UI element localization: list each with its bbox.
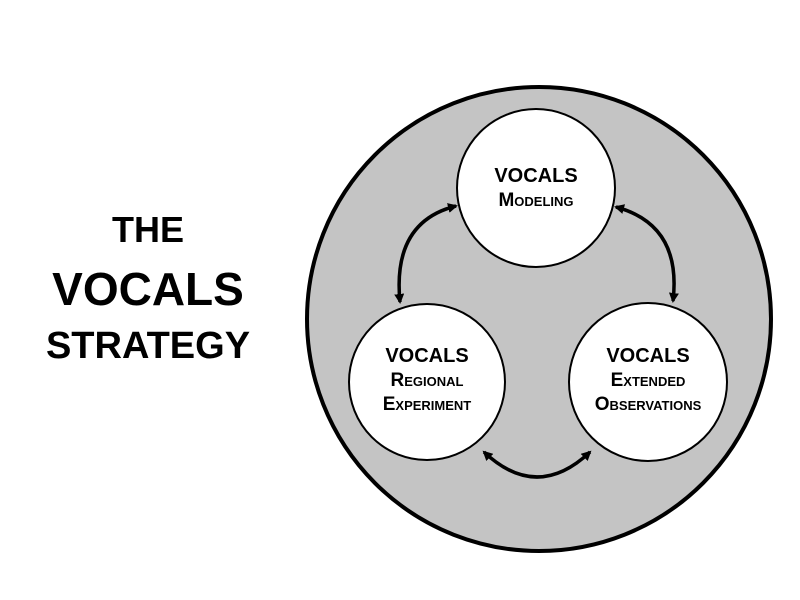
node-modeling-line2: Modeling	[498, 190, 573, 211]
title-line-2: VOCALS	[52, 263, 244, 315]
arrow-regional-extended	[482, 450, 592, 479]
node-regional-line1: VOCALS	[385, 345, 468, 367]
arrow-modeling-regional	[394, 203, 458, 304]
title-line-3: STRATEGY	[45, 325, 251, 367]
node-extended-line3: Observations	[595, 394, 702, 415]
node-regional-line3: Experiment	[383, 394, 472, 415]
arrow-modeling-extended	[614, 204, 679, 303]
node-extended-line2: Extended	[611, 370, 686, 391]
node-modeling-line1: VOCALS	[494, 165, 577, 187]
title-line-1: THE	[112, 209, 184, 250]
node-regional: VOCALS Regional Experiment	[348, 303, 506, 461]
node-modeling: VOCALS Modeling	[456, 108, 616, 268]
node-extended: VOCALS Extended Observations	[568, 302, 728, 462]
node-extended-line1: VOCALS	[606, 345, 689, 367]
node-regional-line2: Regional	[391, 370, 464, 391]
